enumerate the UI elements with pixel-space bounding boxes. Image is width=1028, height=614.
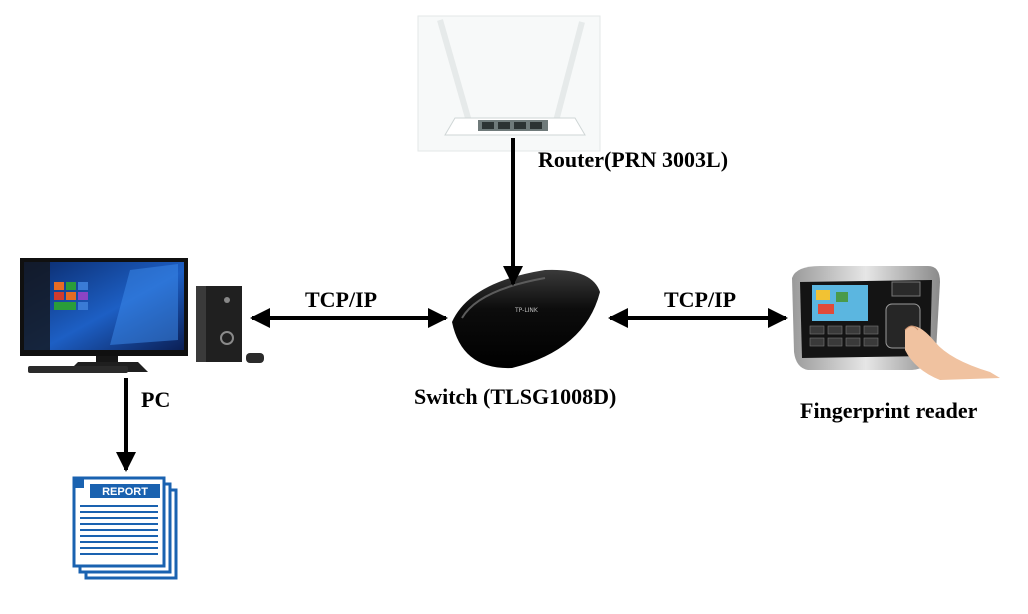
desktop-computer-icon bbox=[20, 258, 264, 373]
router-icon bbox=[417, 15, 601, 152]
fingerprint-label: Fingerprint reader bbox=[800, 398, 978, 423]
tcpip-left-label: TCP/IP bbox=[305, 287, 378, 312]
network-switch-icon: TP-LINK bbox=[452, 269, 600, 369]
fingerprint-reader-icon bbox=[792, 266, 1000, 380]
router-label: Router(PRN 3003L) bbox=[538, 147, 729, 172]
switch-label: Switch (TLSG1008D) bbox=[414, 384, 617, 409]
svg-text:TP-LINK: TP-LINK bbox=[514, 307, 539, 314]
report-document-icon: REPORT bbox=[72, 476, 178, 580]
pc-label: PC bbox=[141, 387, 171, 412]
report-label: REPORT bbox=[102, 486, 148, 498]
tcpip-right-label: TCP/IP bbox=[664, 287, 737, 312]
